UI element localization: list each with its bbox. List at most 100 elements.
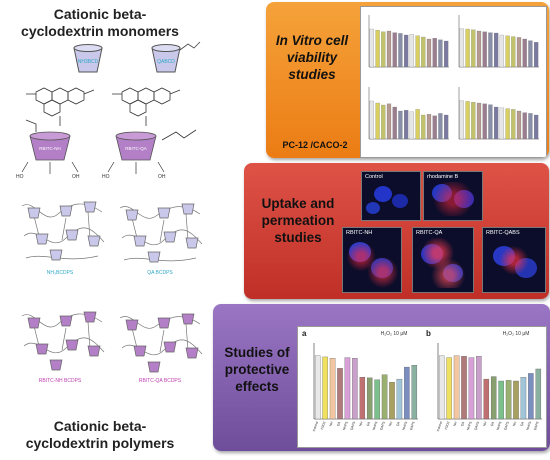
uptake-title: Uptake and permeation studies	[261, 196, 335, 245]
viability-bar	[398, 33, 403, 68]
viability-bar	[482, 103, 487, 140]
bar-a-13	[411, 365, 418, 420]
viability-bar	[375, 30, 380, 68]
viability-bar	[476, 30, 482, 68]
viability-bar	[505, 108, 510, 140]
micrograph-rbitc-qa-label: RBITC-QA	[416, 230, 443, 236]
bar-a-8	[374, 379, 380, 420]
x-tick-label-b-9: QAPS	[503, 421, 510, 431]
x-tick-label-a-9: QAPS	[379, 421, 386, 431]
x-tick-label-a-6: NH	[358, 420, 364, 426]
micrograph-control-label: Control	[365, 174, 383, 180]
bar-b-2	[453, 355, 460, 420]
x-tick-label-b-5: QAPS	[473, 421, 480, 431]
viability-bar	[476, 102, 482, 140]
chart-a-legend: H₂O₂ 10 μM	[380, 331, 408, 337]
bar-a-3	[337, 368, 343, 420]
rbitc-qa-monomer-structure: RBITC-QA HO OH	[102, 87, 197, 180]
viability-bar	[438, 113, 443, 140]
x-tick-label-b-11: QA	[519, 420, 525, 427]
bar-b-5	[476, 356, 482, 420]
nh-bcdps-polymer-network	[21, 201, 105, 261]
svg-text:QABCD: QABCD	[157, 59, 175, 65]
viability-bar	[459, 28, 464, 68]
bar-b-13	[535, 368, 542, 420]
viability-bar	[494, 106, 499, 140]
micrograph-control: Control	[361, 171, 421, 221]
svg-text:HO: HO	[102, 174, 110, 180]
viability-bar	[499, 34, 504, 68]
x-tick-label-b-10: NH	[512, 420, 518, 426]
svg-text:OH: OH	[158, 174, 166, 180]
bar-b-10	[513, 380, 519, 420]
svg-text:RBITC-QA: RBITC-QA	[125, 146, 147, 151]
bar-b-3	[461, 356, 467, 420]
viability-bar	[516, 37, 522, 68]
bar-b-12	[528, 373, 534, 420]
viability-bar	[369, 100, 374, 140]
viability-bar	[465, 101, 470, 140]
x-tick-label-a-11: QA	[395, 420, 401, 427]
viability-bar	[386, 30, 392, 68]
viability-bar-grid	[368, 15, 539, 140]
viability-bar	[534, 42, 539, 68]
svg-text:NH3BCD: NH3BCD	[78, 59, 99, 65]
x-tick-label-b-1: H2O2	[444, 421, 451, 430]
bar-b-1	[446, 357, 452, 420]
viability-chart-1	[368, 15, 449, 68]
x-tick-label-b-12: NHPS	[525, 421, 532, 431]
viability-chart-2	[458, 15, 539, 68]
nh-bcdps-label: NH₃BCDPS	[46, 270, 74, 276]
viability-bar	[488, 104, 493, 140]
viability-bar	[444, 114, 449, 140]
viability-bar	[426, 38, 432, 68]
viability-bar	[522, 38, 527, 68]
viability-bar	[471, 29, 476, 68]
bar-b-8	[498, 380, 504, 420]
bar-b-7	[490, 376, 497, 420]
viability-bar	[392, 106, 397, 140]
viability-bar	[459, 100, 464, 140]
uptake-panel: Uptake and permeation studies Control rh…	[244, 163, 549, 299]
viability-bar	[381, 104, 386, 140]
bar-a-11	[396, 378, 403, 420]
x-tick-label-a-7: QA	[366, 420, 372, 427]
viability-figure	[360, 6, 547, 158]
micrograph-rbitc-qabs-label: RBITC-QABS	[486, 230, 520, 236]
svg-text:OH: OH	[72, 174, 80, 180]
x-tick-label-a-4: NHPS	[342, 421, 349, 431]
protective-title: Studies of protective effects	[224, 345, 290, 394]
x-tick-label-a-12: NHPS	[401, 421, 408, 431]
svg-text:RBITC-NH: RBITC-NH	[39, 146, 61, 151]
viability-bar	[409, 34, 414, 68]
viability-bar	[426, 114, 432, 140]
polymers-title: Cationic beta-cyclodextrin polymers	[25, 418, 175, 451]
protective-panel: Studies of protective effects a b H₂O₂ 1…	[213, 304, 550, 451]
viability-bar	[386, 103, 392, 140]
bar-b-6	[483, 378, 490, 420]
viability-bar	[534, 114, 539, 140]
qa-bcdps-label: QA BCDPS	[147, 270, 173, 276]
x-tick-label-b-13: QAPS	[533, 421, 540, 431]
chart-b-letter: b	[426, 329, 431, 338]
viability-bar	[432, 38, 437, 68]
x-tick-label-a-3: QA	[336, 420, 342, 427]
x-tick-label-b-2: NH	[453, 420, 459, 426]
rbitc-nh-monomer-structure: RBITC-NH HO OH	[16, 87, 95, 180]
viability-bar	[482, 31, 487, 68]
viability-bar	[432, 115, 437, 140]
viability-bar	[465, 28, 470, 68]
viability-bar	[421, 36, 426, 68]
chart-b-legend: H₂O₂ 10 μM	[502, 331, 530, 337]
viability-bar	[528, 40, 533, 68]
bar-a-4	[344, 357, 351, 420]
bar-b-11	[520, 377, 527, 420]
viability-bar	[409, 111, 414, 140]
viability-title: In Vitro cell viability studies	[275, 33, 349, 82]
viability-bar	[415, 35, 420, 68]
x-tick-label-b-6: NH	[482, 420, 488, 426]
x-tick-label-a-2: NH	[329, 420, 335, 426]
